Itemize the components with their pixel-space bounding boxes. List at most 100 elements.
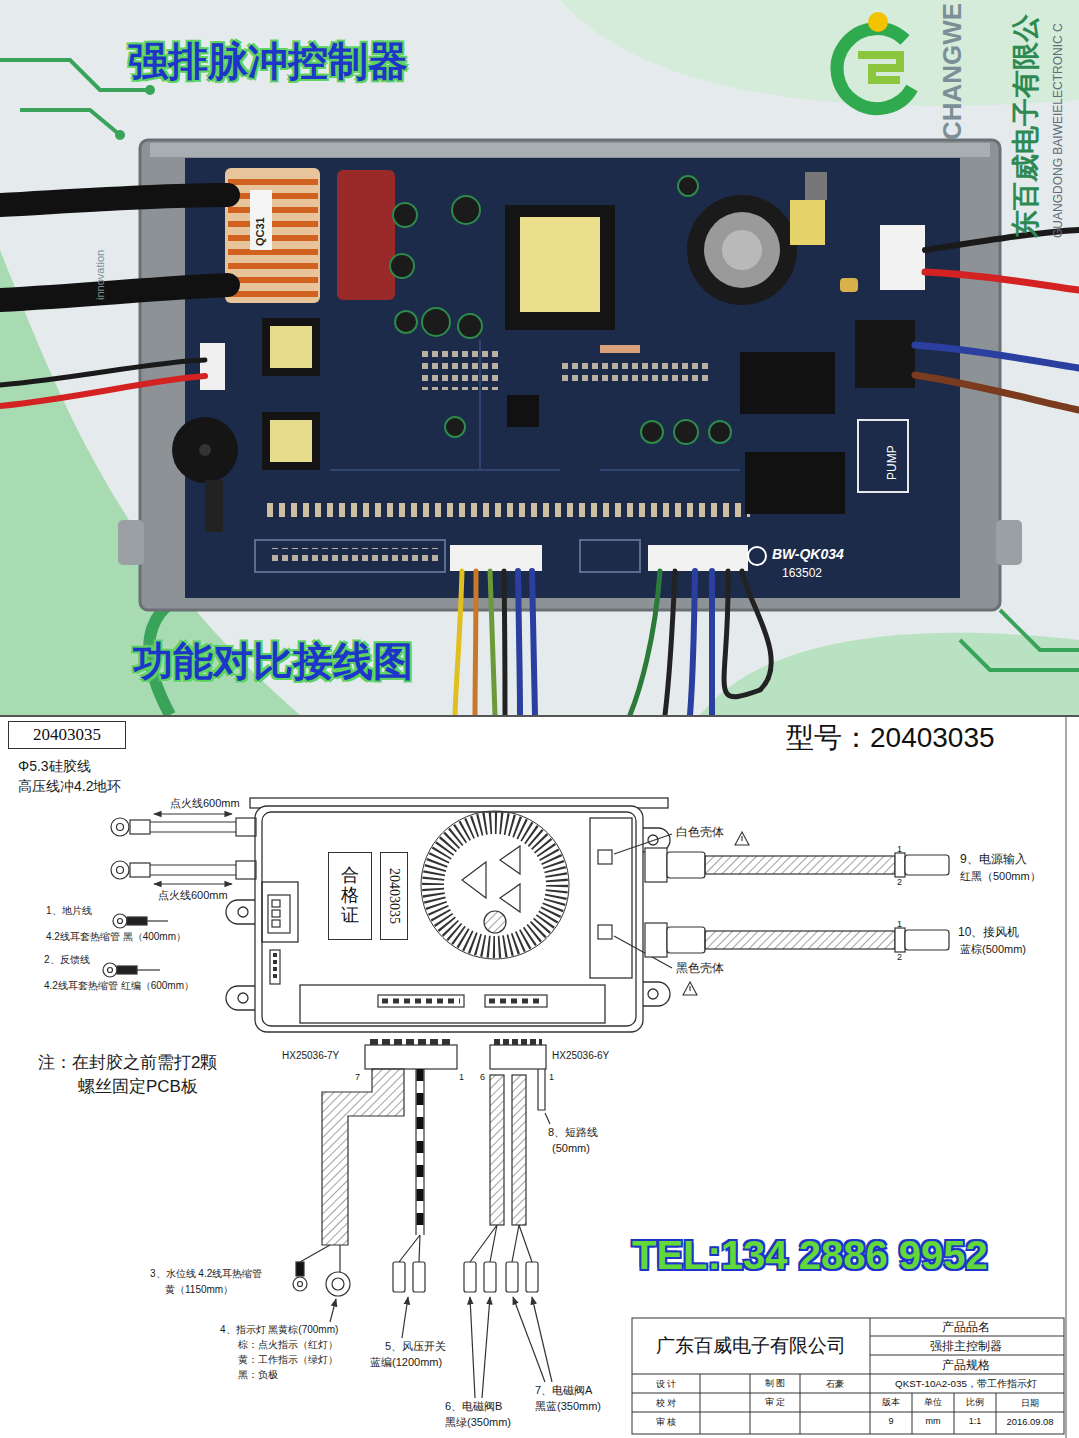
controller-housing bbox=[140, 140, 1000, 610]
sheet-frame bbox=[0, 715, 1079, 1438]
controller-outline bbox=[262, 882, 298, 942]
logo-text: 东百威电子有限公 bbox=[1010, 14, 1042, 238]
photo-backdrop bbox=[700, 633, 1079, 715]
wires bbox=[504, 571, 505, 715]
callout-text: 7 bbox=[355, 1072, 360, 1082]
table-cell: 产品品名 bbox=[870, 1318, 1062, 1336]
controller-housing bbox=[118, 520, 144, 565]
callout-text: 蓝编(1200mm) bbox=[370, 1356, 442, 1369]
vent-grille bbox=[462, 862, 486, 898]
circuit-board bbox=[185, 158, 960, 598]
bottom-plugs bbox=[464, 1262, 476, 1292]
controller-outline bbox=[226, 900, 255, 924]
vent-grille bbox=[433, 823, 557, 947]
ground-and-feedback-leads bbox=[108, 968, 113, 973]
sheet-frame bbox=[1066, 716, 1067, 1438]
bottom-plugs bbox=[512, 1075, 526, 1225]
pulse-transformers bbox=[262, 412, 320, 470]
bottom-plugs bbox=[490, 1075, 504, 1225]
electrolytic-capacitors bbox=[445, 417, 465, 437]
callout-text: 8、短路线 bbox=[548, 1126, 598, 1139]
bottom-plugs bbox=[423, 1069, 424, 1235]
wires bbox=[690, 571, 695, 715]
buzzer bbox=[172, 417, 238, 483]
table-cell: 单位 bbox=[912, 1393, 954, 1412]
relays bbox=[740, 352, 835, 414]
small-parts bbox=[205, 172, 858, 532]
controller-outline bbox=[226, 986, 255, 1010]
ignition-cables bbox=[117, 824, 124, 831]
controller-housing bbox=[150, 143, 990, 157]
pulse-transformers bbox=[262, 318, 320, 470]
table-cell: 校 对 bbox=[632, 1393, 700, 1412]
title-block bbox=[632, 1393, 870, 1394]
table-cell: 强排主控制器 bbox=[870, 1336, 1062, 1355]
circuit-board bbox=[255, 540, 445, 572]
wires bbox=[0, 195, 1079, 715]
title-block bbox=[750, 1374, 751, 1434]
wires bbox=[490, 571, 495, 715]
table-cell: 审 定 bbox=[750, 1393, 800, 1412]
callout-text: 3、水位线 4.2线耳热缩管 bbox=[150, 1268, 262, 1280]
right-plugs bbox=[645, 923, 667, 957]
pin-headers bbox=[485, 995, 547, 1007]
bottom-plugs bbox=[365, 1045, 457, 1069]
ground-and-feedback-leads bbox=[127, 917, 147, 925]
title-block bbox=[870, 1374, 1064, 1375]
title-block bbox=[632, 1412, 870, 1413]
warning-symbols bbox=[683, 982, 697, 995]
buzzer bbox=[199, 444, 211, 456]
label-box: 20403035 bbox=[8, 721, 126, 749]
controller-outline bbox=[262, 812, 636, 1026]
ground-and-feedback-leads bbox=[118, 919, 123, 924]
wires bbox=[925, 272, 1079, 290]
callout-text: 1 bbox=[459, 1072, 464, 1082]
watermark: innovation bbox=[94, 250, 107, 300]
bottom-plugs bbox=[322, 1069, 404, 1245]
wires bbox=[665, 571, 675, 715]
warning-symbols bbox=[689, 986, 690, 991]
bulk-capacitor bbox=[687, 195, 797, 305]
title-block bbox=[632, 1318, 1064, 1434]
small-parts bbox=[790, 200, 825, 245]
right-plugs bbox=[598, 850, 612, 864]
table-cell: mm bbox=[912, 1412, 954, 1432]
wires bbox=[518, 571, 520, 715]
callout-text: 4、指示灯 黑黄棕(700mm) bbox=[220, 1324, 338, 1336]
right-plugs bbox=[645, 848, 667, 882]
table-cell: 广东百威电子有限公司 bbox=[632, 1318, 870, 1374]
bottom-plugs bbox=[300, 1245, 330, 1262]
electrolytic-capacitors bbox=[674, 420, 698, 444]
ignition-cables bbox=[111, 818, 129, 836]
ignition-cables bbox=[117, 867, 124, 874]
photo-backdrop bbox=[115, 130, 125, 140]
callout-text: 2、反馈线 bbox=[44, 954, 90, 966]
relays bbox=[745, 452, 845, 514]
callout-text: 7、电磁阀A bbox=[535, 1384, 592, 1397]
bottom-plugs bbox=[393, 1262, 405, 1292]
small-parts bbox=[840, 278, 858, 292]
bottom-plugs bbox=[513, 1297, 545, 1382]
title-block bbox=[954, 1393, 955, 1434]
small-parts bbox=[805, 172, 827, 200]
controller-housing bbox=[996, 520, 1022, 565]
buzzer bbox=[172, 417, 238, 483]
board-marking: BW-QK034 bbox=[772, 546, 844, 562]
bulk-capacitor bbox=[687, 195, 797, 305]
table-cell: 审 核 bbox=[632, 1412, 700, 1432]
callout-text: 1 bbox=[897, 844, 902, 854]
table-cell: 2016.09.08 bbox=[996, 1412, 1064, 1432]
ignition-cables bbox=[130, 863, 150, 877]
callout-text: 黄（1150mm） bbox=[165, 1284, 233, 1296]
ground-and-feedback-leads bbox=[272, 910, 280, 917]
table-cell: 设 计 bbox=[632, 1374, 700, 1393]
callout-text: 6、电磁阀B bbox=[445, 1400, 502, 1413]
bottom-plugs bbox=[494, 1039, 542, 1045]
title-block bbox=[870, 1336, 1064, 1337]
callout-text: 螺丝固定PCB板 bbox=[78, 1077, 198, 1097]
warning-symbols bbox=[741, 836, 742, 841]
title-block bbox=[632, 1318, 1064, 1434]
company-logo bbox=[837, 29, 912, 109]
callout-text: 注：在封胶之前需打2颗 bbox=[38, 1053, 217, 1073]
wires bbox=[915, 345, 1079, 368]
